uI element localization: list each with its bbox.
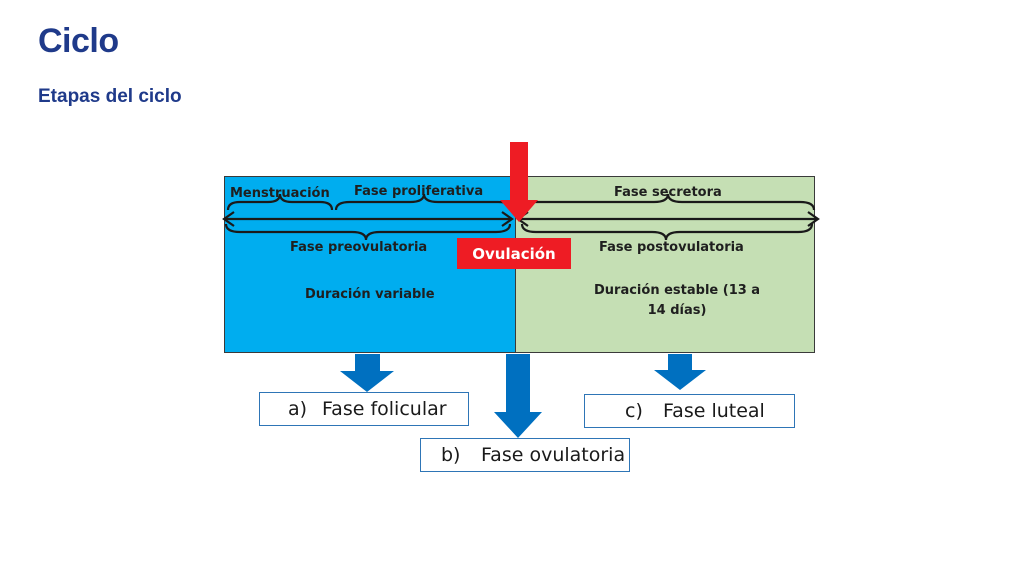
duracion-estable-line1: Duración estable (13 a [594, 283, 761, 298]
ovulatoria-arrow [494, 354, 542, 438]
result-luteal: c) Fase luteal [584, 394, 795, 428]
result-label: Fase luteal [663, 400, 765, 422]
result-ovulatoria: b) Fase ovulatoria [420, 438, 630, 472]
folicular-arrow [340, 354, 394, 392]
page-title: Ciclo [38, 22, 119, 60]
proliferativa-brace [334, 193, 514, 211]
result-label: Fase ovulatoria [481, 444, 626, 466]
postovulatoria-brace [520, 223, 814, 241]
proliferativa-label: Fase proliferativa [354, 184, 484, 199]
preovulatoria-label: Fase preovulatoria [290, 240, 428, 255]
ovulacion-box: Ovulación [457, 238, 571, 269]
result-letter: c) [625, 400, 643, 422]
preovulatoria-brace [224, 223, 512, 241]
duracion-variable-label: Duración variable [305, 287, 435, 302]
result-letter: a) [288, 398, 308, 420]
postovulatoria-label: Fase postovulatoria [599, 240, 744, 255]
duracion-estable-line2: 14 días) [647, 303, 707, 318]
menstruacion-brace [226, 193, 334, 211]
result-letter: b) [441, 444, 461, 466]
secretora-brace [518, 193, 816, 211]
result-folicular: a) Fase folicular [259, 392, 469, 426]
ovulation-arrow [500, 142, 538, 222]
secretora-label: Fase secretora [614, 185, 722, 200]
result-label: Fase folicular [322, 398, 447, 420]
page-subtitle: Etapas del ciclo [38, 86, 182, 107]
menstruacion-label: Menstruación [230, 186, 330, 201]
luteal-arrow [654, 354, 706, 390]
